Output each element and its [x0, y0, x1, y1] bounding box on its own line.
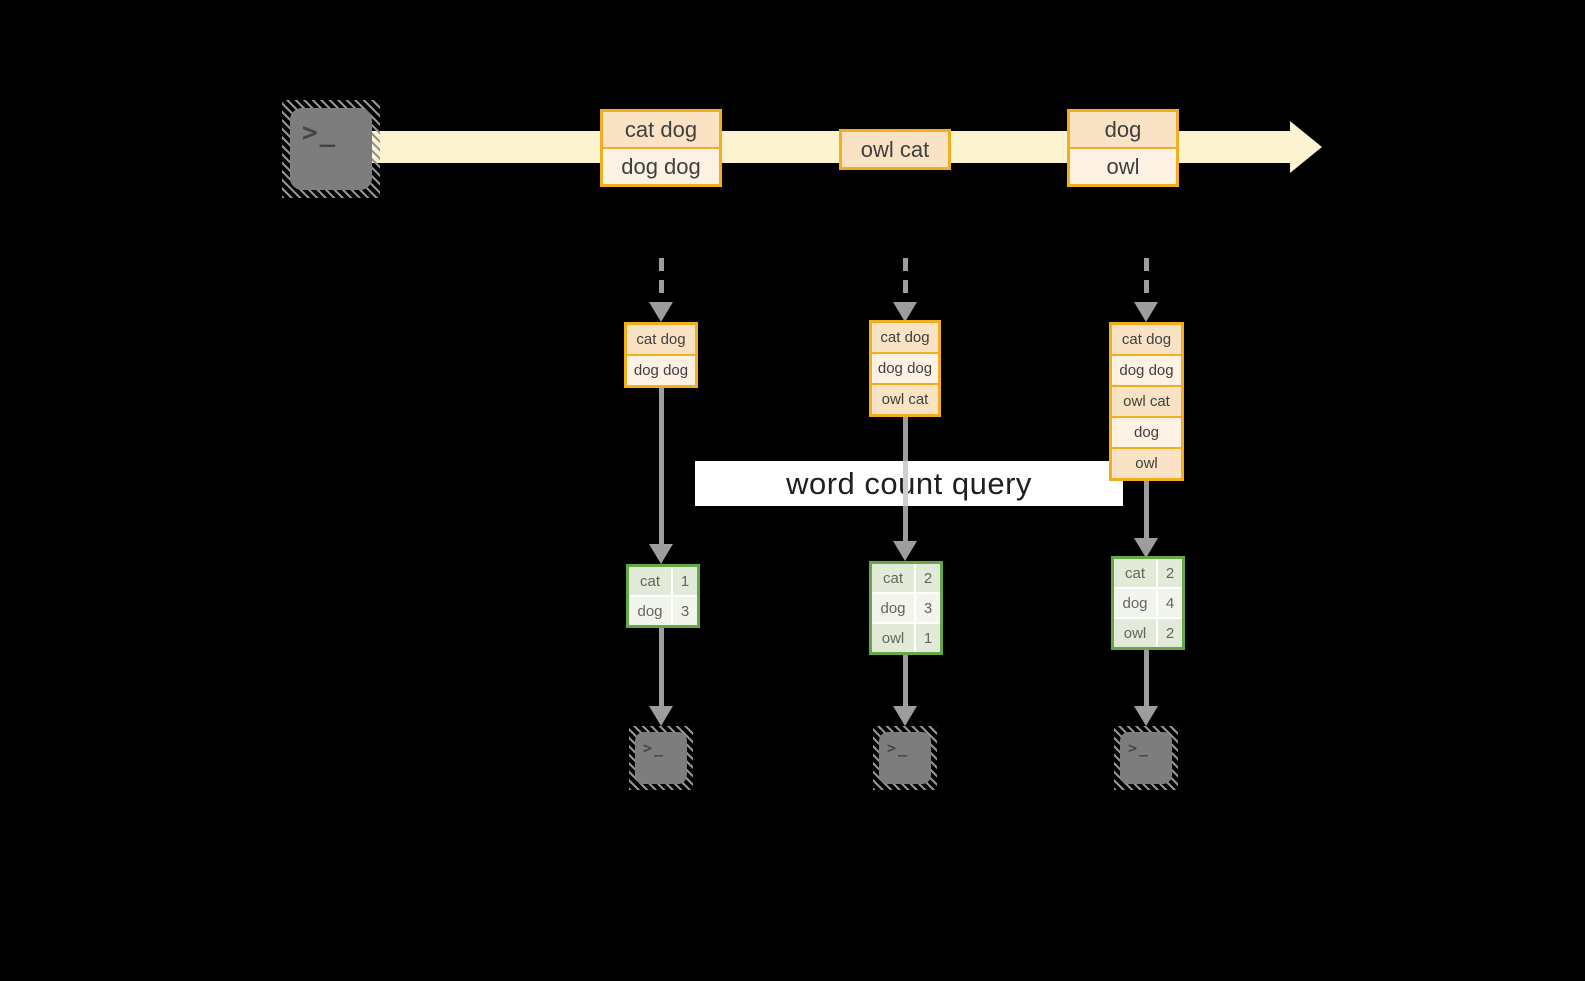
output-terminal-window-2: >_ [879, 732, 931, 784]
output-arrow-head-icon-1 [649, 706, 673, 726]
ingest-arrow-head-icon-1 [649, 302, 673, 322]
terminal-prompt-icon: >_ [643, 739, 666, 757]
query-arrow-line-2-overlay [903, 461, 908, 506]
record-cell: cat dog [627, 325, 695, 354]
count-word-cell: dog [1114, 589, 1156, 617]
source-terminal-icon: >_ [282, 100, 380, 198]
query-arrow-line-1 [659, 386, 664, 544]
query-arrow-head-icon-2 [893, 541, 917, 561]
stream-record: dog dog [603, 149, 719, 184]
record-cell: dog dog [1112, 356, 1181, 385]
output-arrow-line-1 [659, 628, 664, 706]
ingest-arrow-line-2 [903, 258, 908, 302]
ingest-arrow-head-icon-3 [1134, 302, 1158, 322]
terminal-prompt-icon: >_ [887, 739, 910, 757]
stream-record: owl cat [842, 132, 948, 167]
record-cell: dog dog [627, 356, 695, 385]
count-word-cell: cat [1114, 559, 1156, 587]
record-cell: dog dog [872, 354, 938, 383]
stream-record: cat dog [603, 112, 719, 147]
record-cell: cat dog [1112, 325, 1181, 354]
count-table-2: cat 2 dog 3 owl 1 [869, 561, 943, 655]
source-terminal-window: >_ [290, 108, 372, 190]
record-buffer-2: cat dog dog dog owl cat [869, 320, 941, 417]
stream-record-box-2: owl cat [839, 129, 951, 170]
count-value-cell: 1 [673, 567, 697, 595]
count-value-cell: 3 [916, 594, 940, 622]
record-cell: cat dog [872, 323, 938, 352]
record-cell: owl cat [872, 385, 938, 414]
count-value-cell: 2 [1158, 619, 1182, 647]
count-value-cell: 3 [673, 597, 697, 625]
output-terminal-icon-1: >_ [629, 726, 693, 790]
query-banner: word count query [695, 461, 1123, 506]
stream-arrowhead-icon [1290, 121, 1322, 173]
output-terminal-icon-2: >_ [873, 726, 937, 790]
count-word-cell: dog [629, 597, 671, 625]
record-buffer-3: cat dog dog dog owl cat dog owl [1109, 322, 1184, 481]
ingest-arrow-line-1 [659, 258, 664, 302]
ingest-arrow-head-icon-2 [893, 302, 917, 322]
count-table-3: cat 2 dog 4 owl 2 [1111, 556, 1185, 650]
count-word-cell: dog [872, 594, 914, 622]
output-arrow-head-icon-2 [893, 706, 917, 726]
query-arrow-head-icon-1 [649, 544, 673, 564]
terminal-prompt-icon: >_ [302, 118, 338, 148]
output-terminal-window-3: >_ [1120, 732, 1172, 784]
count-word-cell: owl [872, 624, 914, 652]
count-value-cell: 4 [1158, 589, 1182, 617]
count-word-cell: owl [1114, 619, 1156, 647]
count-value-cell: 2 [916, 564, 940, 592]
count-word-cell: cat [872, 564, 914, 592]
stream-record: dog [1070, 112, 1176, 147]
count-table-1: cat 1 dog 3 [626, 564, 700, 628]
output-arrow-line-2 [903, 655, 908, 706]
terminal-prompt-icon: >_ [1128, 739, 1151, 757]
record-cell: owl [1112, 449, 1181, 478]
stream-record-box-1: cat dog dog dog [600, 109, 722, 187]
record-cell: dog [1112, 418, 1181, 447]
ingest-arrow-line-3 [1144, 258, 1149, 302]
output-arrow-line-3 [1144, 650, 1149, 706]
output-terminal-icon-3: >_ [1114, 726, 1178, 790]
count-word-cell: cat [629, 567, 671, 595]
query-arrow-line-3 [1144, 481, 1149, 538]
query-banner-label: word count query [786, 465, 1032, 501]
count-value-cell: 1 [916, 624, 940, 652]
count-value-cell: 2 [1158, 559, 1182, 587]
output-terminal-window-1: >_ [635, 732, 687, 784]
output-arrow-head-icon-3 [1134, 706, 1158, 726]
record-cell: owl cat [1112, 387, 1181, 416]
record-buffer-1: cat dog dog dog [624, 322, 698, 388]
stream-record-box-3: dog owl [1067, 109, 1179, 187]
stream-record: owl [1070, 149, 1176, 184]
query-arrow-head-icon-3 [1134, 538, 1158, 558]
